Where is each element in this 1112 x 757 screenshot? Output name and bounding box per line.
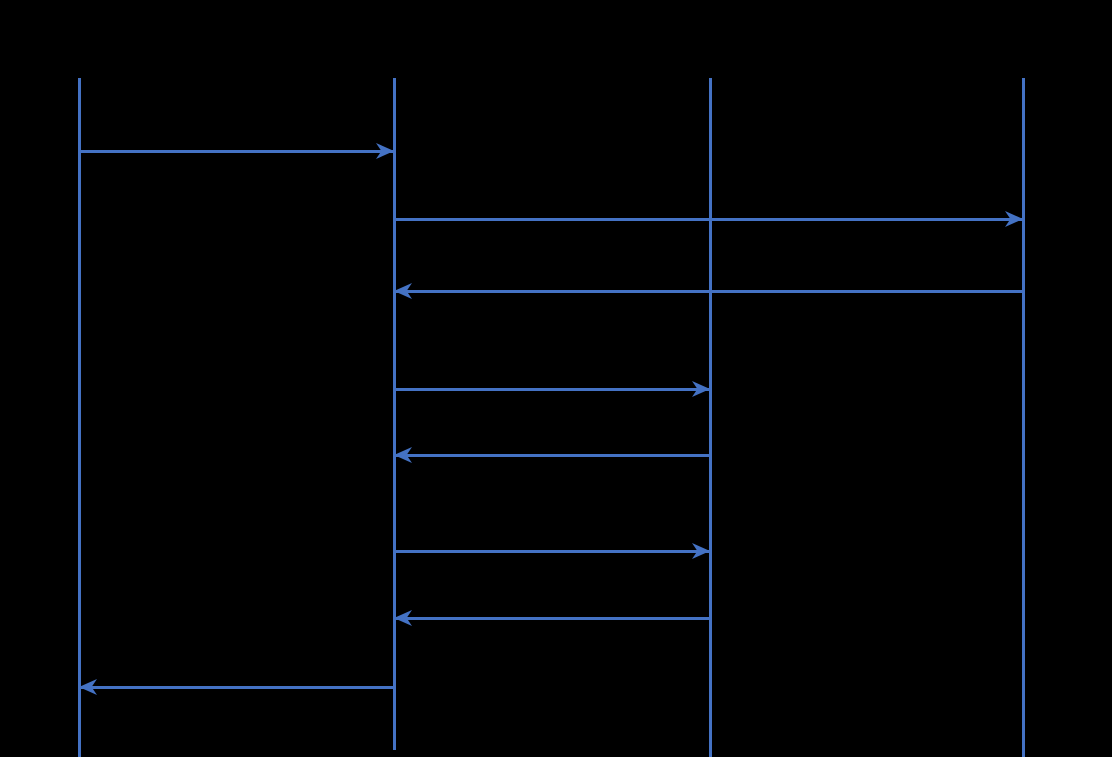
message-4-line [394, 387, 710, 391]
message-3-line [394, 289, 1023, 293]
message-2-line [394, 217, 1023, 221]
message-5-line [394, 453, 710, 457]
message-1-line [79, 149, 394, 153]
lifeline-4 [1021, 78, 1025, 757]
lifeline-3 [708, 78, 712, 757]
message-6-line [394, 549, 710, 553]
lifeline-1 [77, 78, 81, 757]
lifeline-2 [392, 78, 396, 750]
message-8-line [79, 685, 394, 689]
message-7-line [394, 616, 710, 620]
